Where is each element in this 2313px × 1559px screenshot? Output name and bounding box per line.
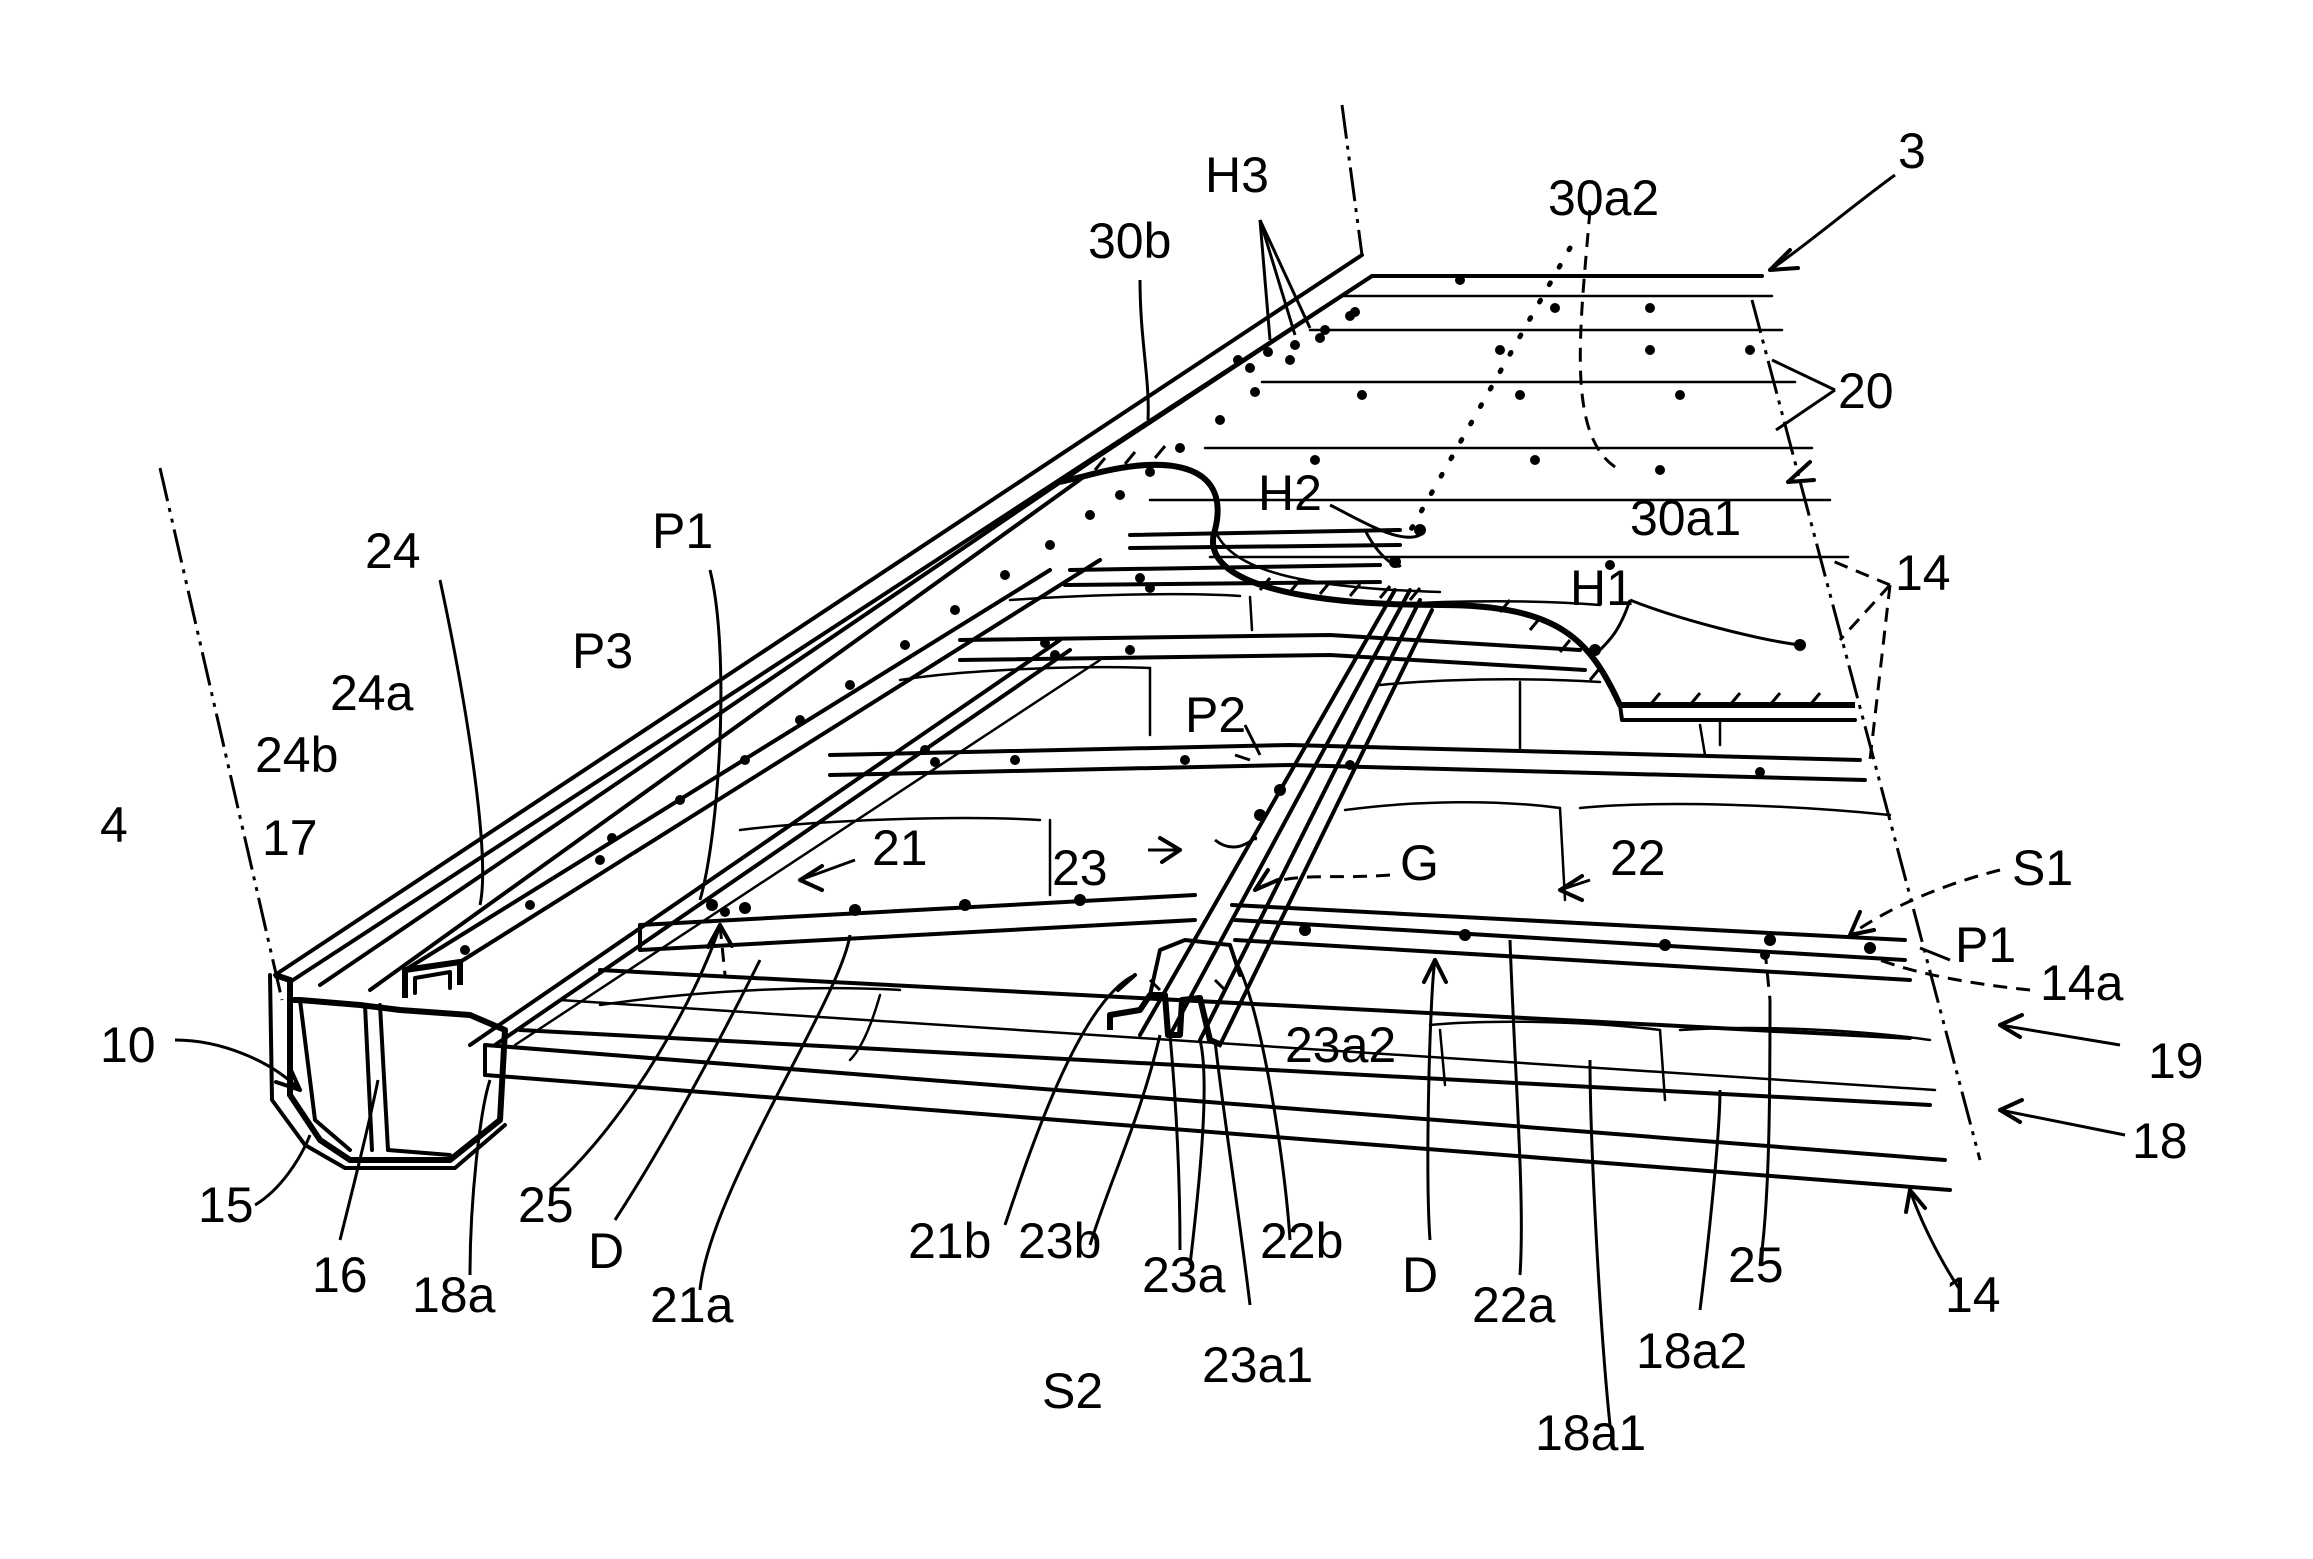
label-18: 18 [2132,1113,2188,1169]
label-23a2: 23a2 [1285,1017,1396,1073]
label-14-right: 14 [1895,545,1951,601]
label-21: 21 [872,820,928,876]
label-17: 17 [262,810,318,866]
label-18a1: 18a1 [1535,1405,1646,1461]
center-lines [160,105,1980,1160]
label-h3: H3 [1205,147,1269,203]
label-30b: 30b [1088,213,1171,269]
label-20: 20 [1838,363,1894,419]
beam-22 [1235,920,1905,960]
label-24a: 24a [330,665,414,721]
label-30a1: 30a1 [1630,490,1741,546]
label-p2: P2 [1185,687,1246,743]
leader-lines [175,175,2125,1425]
lower-floor-panels [485,530,1950,1190]
reference-labels: 3 30a2 H3 30b 20 H2 30a1 P1 24 H1 14 P3 … [100,123,2204,1461]
label-25-left: 25 [518,1177,574,1233]
panel-section-hatch [1095,446,1820,705]
label-30a2: 30a2 [1548,170,1659,226]
label-21b: 21b [908,1213,991,1269]
sill-top-edge-2 [290,276,1372,982]
label-23a: 23a [1142,1247,1226,1303]
dotted-row-30a2 [1405,248,1570,540]
label-s2: S2 [1042,1363,1103,1419]
label-16: 16 [312,1247,368,1303]
label-h1: H1 [1570,560,1634,616]
label-p3: P3 [572,623,633,679]
label-23b: 23b [1018,1213,1101,1269]
label-p1-top: P1 [652,503,713,559]
label-21a: 21a [650,1277,734,1333]
label-18a2: 18a2 [1636,1323,1747,1379]
label-22: 22 [1610,830,1666,886]
label-p1-right: P1 [1955,917,2016,973]
label-18a: 18a [412,1267,496,1323]
label-h2: H2 [1258,465,1322,521]
label-24b: 24b [255,727,338,783]
label-10: 10 [100,1017,156,1073]
label-3: 3 [1898,123,1926,179]
label-22a: 22a [1472,1277,1556,1333]
label-d-right: D [1402,1247,1438,1303]
label-s1: S1 [2012,840,2073,896]
label-d-left: D [588,1223,624,1279]
label-23: 23 [1052,840,1108,896]
label-24: 24 [365,523,421,579]
label-15: 15 [198,1177,254,1233]
label-22b: 22b [1260,1213,1343,1269]
label-23a1: 23a1 [1202,1337,1313,1393]
centerline-top [1342,105,1362,255]
label-25-right: 25 [1728,1237,1784,1293]
label-14-bottom: 14 [1945,1267,2001,1323]
label-19: 19 [2148,1033,2204,1089]
floor-front-edge [485,1045,1945,1160]
label-4: 4 [100,797,128,853]
label-14a: 14a [2040,955,2124,1011]
label-g: G [1400,835,1439,891]
panel-ribs [600,594,1930,1100]
